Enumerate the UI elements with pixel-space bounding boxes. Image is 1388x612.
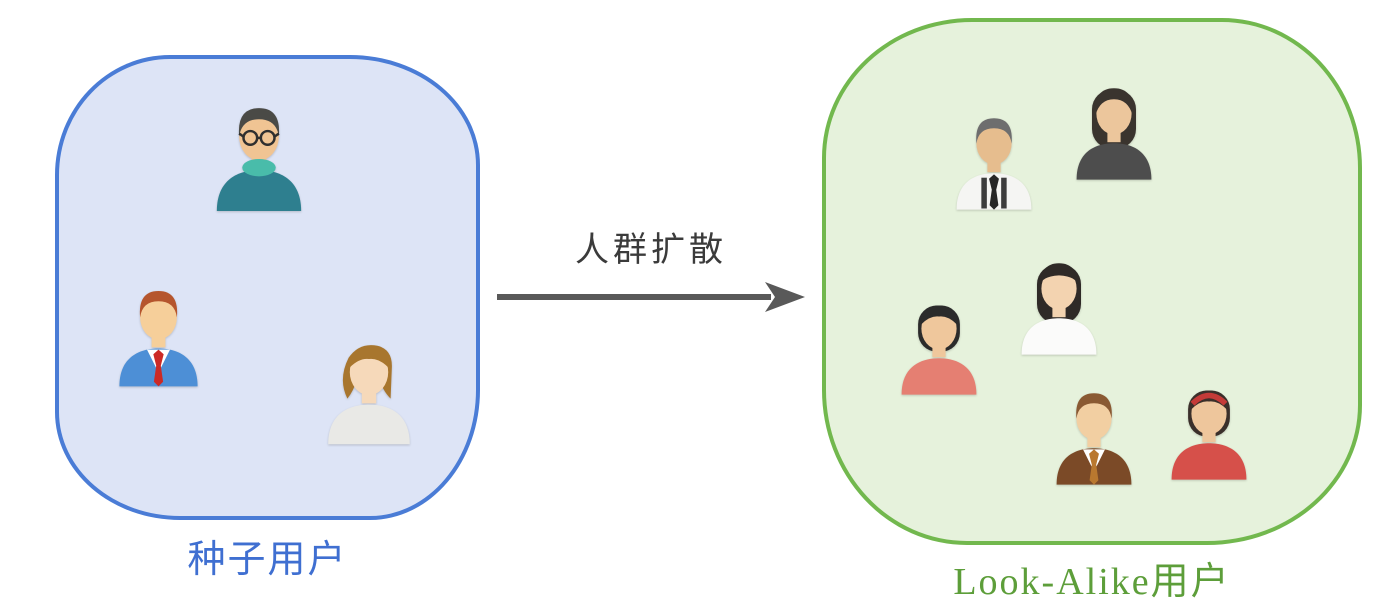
woman-brown-hair-white-top-avatar: [309, 329, 429, 449]
expansion-arrow-label: 人群扩散: [575, 232, 727, 269]
man-brown-suit-avatar: [1039, 379, 1149, 489]
seed-users-group: [55, 55, 480, 520]
lookalike-users-group: [822, 18, 1362, 545]
woman-red-headband-avatar: [1154, 374, 1264, 484]
woman-bangs-white-top-avatar: [1004, 249, 1114, 359]
expansion-arrow: 人群扩散: [495, 222, 807, 317]
seed-users-label: 种子用户: [187, 539, 348, 581]
man-gray-hair-suspenders-avatar: [939, 104, 1049, 214]
lookalike-users-label: Look-Alike用户: [953, 561, 1231, 603]
man-blue-suit-red-tie-avatar: [101, 276, 216, 391]
man-glasses-scarf-avatar: [197, 92, 321, 216]
woman-black-bob-coral-top-avatar: [884, 289, 994, 399]
right-arrow-icon: [497, 282, 805, 312]
woman-dark-jacket-avatar: [1059, 74, 1169, 184]
